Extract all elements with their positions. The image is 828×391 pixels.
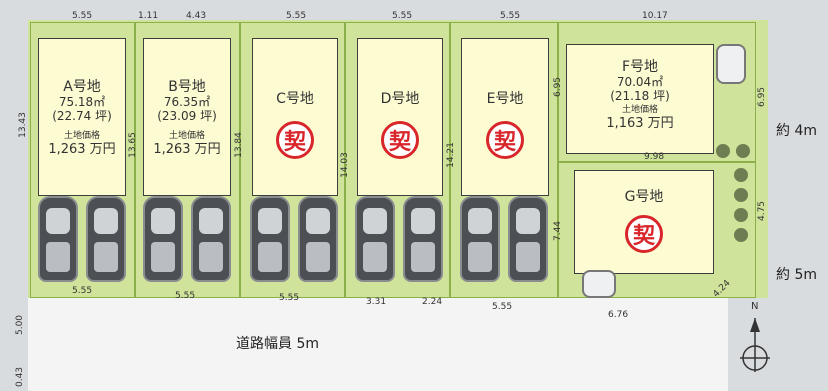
price-label: 土地価格 [63,131,100,141]
car-icon [716,44,746,84]
car-icon [191,196,231,282]
dim-top-b-left: 1.11 [138,11,159,21]
dim-bottom-d1: 3.31 [366,297,387,307]
lot-area-sqm: 76.35㎡ [163,95,211,109]
building-e: E号地 契 [461,38,549,196]
car-icon [508,196,548,282]
dim-bottom-d2: 2.24 [422,297,443,307]
dim-top-c: 5.55 [286,11,307,21]
lot-price: 1,163 万円 [606,116,674,131]
lot-name: C号地 [276,91,314,107]
lot-area-tsubo: (21.18 坪) [610,89,670,103]
tree-icon [736,144,750,158]
lot-area-tsubo: (22.74 坪) [52,109,112,123]
dim-g-right: 4.75 [757,200,768,222]
lot-area-sqm: 75.18㎡ [58,95,106,109]
dim-top-e: 5.55 [500,11,521,21]
road-width-label: 道路幅員 5m [236,336,319,352]
lot-name: B号地 [168,79,206,95]
price-label: 土地価格 [168,131,205,141]
side-road-lower-label: 約 5m [776,267,817,283]
tree-icon [734,168,748,182]
car-icon [250,196,290,282]
building-f: F号地 70.04㎡ (21.18 坪) 土地価格 1,163 万円 [566,44,714,154]
side-road-upper-label: 約 4m [776,123,817,139]
dim-top-b: 4.43 [186,11,207,21]
dim-bottom-b: 5.55 [175,291,196,301]
north-label: N [751,301,759,312]
contract-seal-icon: 契 [625,215,663,253]
dim-g-left: 7.44 [553,220,564,242]
dim-bottom-a: 5.55 [72,286,93,296]
building-d: D号地 契 [357,38,443,196]
road [28,298,728,391]
tree-icon [734,208,748,222]
car-icon [355,196,395,282]
dim-f-right: 6.95 [757,86,768,108]
car-icon [582,270,616,298]
contract-seal-icon: 契 [486,121,524,159]
lot-price: 1,263 万円 [48,142,116,157]
dim-g-bottom: 6.76 [608,310,629,320]
lot-name: E号地 [486,91,524,107]
car-icon [460,196,500,282]
dim-road-left: 5.00 [15,314,26,336]
dim-top-d: 5.55 [392,11,413,21]
dim-side-a: 13.43 [17,112,28,138]
lot-price: 1,263 万円 [153,142,221,157]
building-c: C号地 契 [252,38,338,196]
dim-road-left2: 0.43 [15,366,26,388]
building-b: B号地 76.35㎡ (23.09 坪) 土地価格 1,263 万円 [143,38,231,196]
car-icon [38,196,78,282]
car-icon [298,196,338,282]
dim-e-right: 6.95 [553,76,564,98]
lot-name: F号地 [621,59,659,75]
contract-seal-icon: 契 [381,121,419,159]
dim-bottom-c: 5.55 [279,293,300,303]
dim-side-c: 13.84 [233,132,244,158]
lot-name: G号地 [624,189,664,205]
tree-icon [716,144,730,158]
dim-bottom-e: 5.55 [492,302,513,312]
car-icon [143,196,183,282]
dim-f-bottom: 9.98 [644,152,665,162]
dim-side-d: 14.03 [339,152,350,178]
price-label: 土地価格 [621,105,658,115]
north-arrow-icon [730,300,780,380]
lot-name: A号地 [63,79,101,95]
car-icon [86,196,126,282]
dim-top-f: 10.17 [642,11,668,21]
building-g: G号地 契 [574,170,714,274]
contract-seal-icon: 契 [276,121,314,159]
lot-name: D号地 [380,91,420,107]
car-icon [403,196,443,282]
building-a: A号地 75.18㎡ (22.74 坪) 土地価格 1,263 万円 [38,38,126,196]
tree-icon [734,228,748,242]
tree-icon [734,188,748,202]
dim-top-a: 5.55 [72,11,93,21]
lot-area-tsubo: (23.09 坪) [157,109,217,123]
lot-area-sqm: 70.04㎡ [616,75,664,89]
dim-side-b: 13.65 [127,132,138,158]
dim-side-e: 14.21 [445,142,456,168]
